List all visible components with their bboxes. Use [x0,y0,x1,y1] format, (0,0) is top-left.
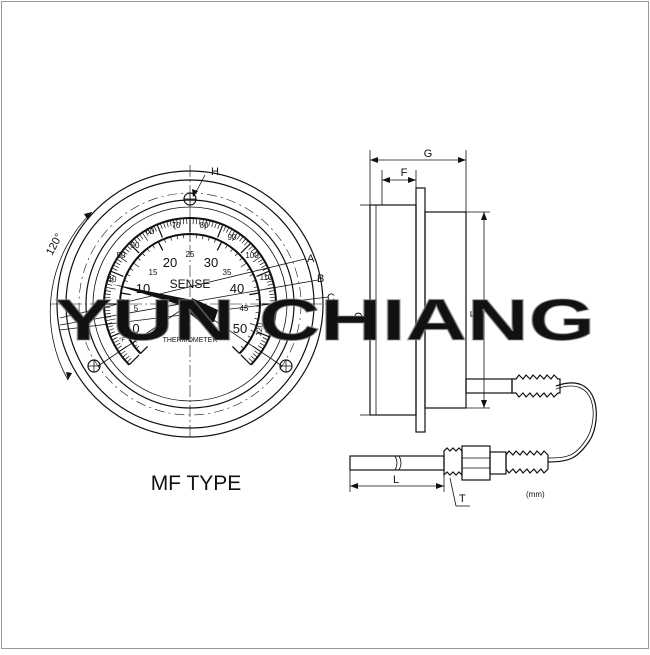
scale-label: 60 [146,227,155,236]
dim-label-L: L [393,474,399,486]
scale-label: 110 [260,273,273,282]
thread-section [444,448,462,475]
dim-label-G: G [424,148,433,160]
hex-nut [490,452,506,474]
dim-label-A: A [307,253,315,265]
celsius-minor-label: 35 [223,268,232,277]
bulb-spring-guard [506,451,548,473]
tick-mark [241,355,251,365]
model-title: MF TYPE [151,472,242,495]
scale-label: 50 [117,251,126,260]
capillary-tube [548,383,596,462]
angle-label-120: 120° [44,232,65,258]
scale-label: 100 [245,251,259,260]
armored-capillary-spring [512,375,560,397]
celsius-minor-label: 15 [149,268,158,277]
unit-note: (mm) [526,490,545,499]
back-connector [466,379,512,393]
watermark-text: YUN CHIANG [55,288,595,353]
hex-body [462,446,490,480]
dim-label-H: H [211,166,219,178]
celsius-label: 30 [204,255,218,270]
dim-label-F: F [401,167,408,179]
tick-mark [158,242,163,251]
scale-label: 90 [228,233,237,242]
dim-label-B: B [317,273,324,285]
sensing-bulb-assembly [350,446,548,480]
dim-line-T [450,478,456,506]
celsius-label: 20 [163,255,177,270]
tick-mark [217,242,222,251]
scale-label: 70 [172,221,181,230]
dim-label-T: T [459,493,466,505]
scale-label: 80 [200,221,209,230]
scale-label: 40 [108,275,117,284]
tick-mark [129,355,139,365]
tick-mark [133,263,139,267]
tick-mark [241,263,247,267]
